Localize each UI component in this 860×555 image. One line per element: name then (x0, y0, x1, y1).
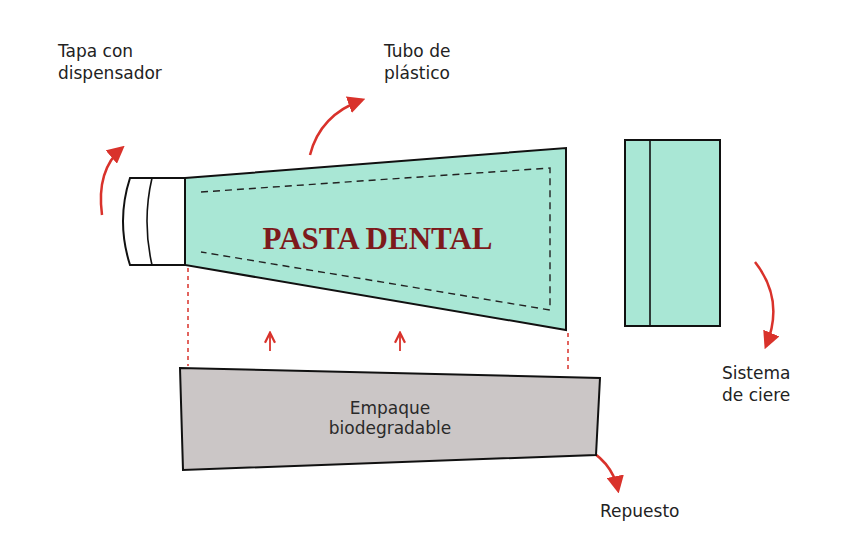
outline (185, 148, 566, 330)
callout-label: Repuesto (600, 500, 720, 522)
refill-arrow (399, 334, 401, 351)
refill-package: Empaque biodegradable (180, 365, 600, 470)
brand-text: PASTA DENTAL (263, 221, 493, 257)
tube-body: PASTA DENTAL (185, 148, 570, 330)
closure-piece (625, 140, 720, 326)
part-label: Empaque biodegradable (315, 398, 465, 438)
callout-label: Sistema de ciere (722, 362, 812, 406)
seam-line (201, 168, 550, 310)
outline (180, 368, 600, 470)
callout-label: Tubo de plástico (384, 40, 474, 84)
callout-label: Tapa con dispensador (58, 40, 178, 84)
cap-dispenser (123, 178, 190, 265)
refill-arrow (269, 334, 271, 351)
callout-arrows (101, 100, 773, 490)
